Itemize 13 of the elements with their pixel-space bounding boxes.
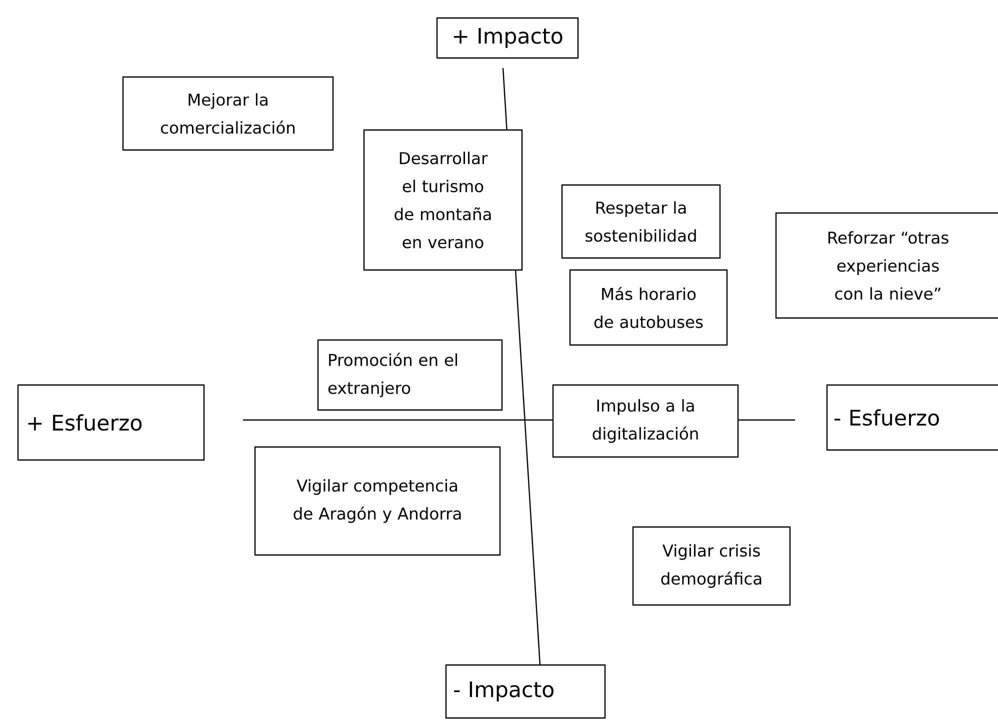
text-box: - Esfuerzo [826,384,998,451]
text-box: Más horario de autobuses [569,269,728,346]
text-box: + Esfuerzo [17,384,205,461]
text-box: Promoción en el extranjero [317,339,503,411]
text-box: Respetar la sostenibilidad [561,184,721,259]
text-box: + Impacto [436,17,579,59]
text-box: Vigilar competencia de Aragón y Andorra [254,446,501,556]
text-box: Vigilar crisis demográfica [632,526,791,606]
text-box: Reforzar “otras experiencias con la nieve” [775,212,998,319]
text-box: Impulso a la digitalización [552,384,739,458]
text-box: Desarrollar el turismo de montaña en verano [363,129,523,271]
text-box: Mejorar la comercialización [122,76,334,151]
text-box: - Impacto [445,664,606,719]
